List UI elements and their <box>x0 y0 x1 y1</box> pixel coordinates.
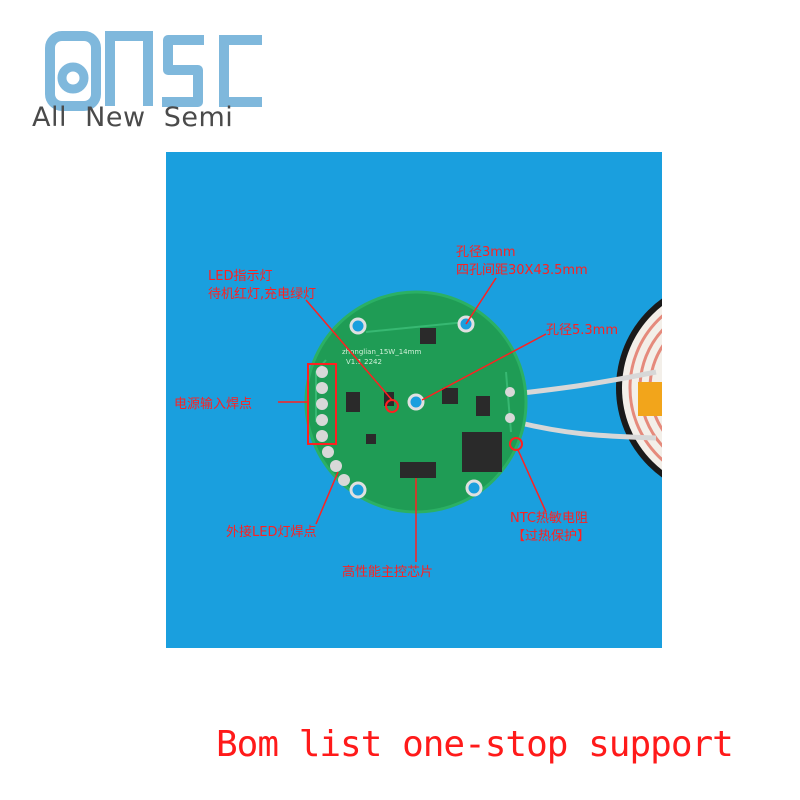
brand-logo <box>45 31 262 111</box>
brand-tagline: All New Semi <box>32 102 234 133</box>
coil <box>616 278 800 498</box>
label-hole-spacing: 四孔间距30X43.5mm <box>456 263 588 278</box>
label-hole-5-3mm: 孔径5.3mm <box>546 323 618 338</box>
label-ntc-note: 【过热保护】 <box>512 529 590 544</box>
label-power-input: 电源输入焊点 <box>174 396 252 412</box>
label-led-states: 待机红灯,充电绿灯 <box>208 286 316 302</box>
bom-support-text: Bom list one-stop support <box>216 724 734 765</box>
label-main-chip: 高性能主控芯片 <box>342 564 433 580</box>
label-led-indicator: LED指示灯 <box>208 269 272 284</box>
silkscreen-line-2: V1.1 2242 <box>346 358 382 366</box>
label-ntc: NTC热敏电阻 <box>510 511 588 526</box>
label-hole-3mm: 孔径3mm <box>456 245 516 260</box>
silkscreen-line-1: zhonglian_15W_14mm <box>342 348 421 356</box>
product-photo: zhonglian_15W_14mm V1.1 2242 孔径3mm 四孔间距3… <box>166 152 800 648</box>
label-external-led: 外接LED灯焊点 <box>226 524 316 540</box>
pcb-illustration: zhonglian_15W_14mm V1.1 2242 孔径3mm 四孔间距3… <box>174 245 800 580</box>
